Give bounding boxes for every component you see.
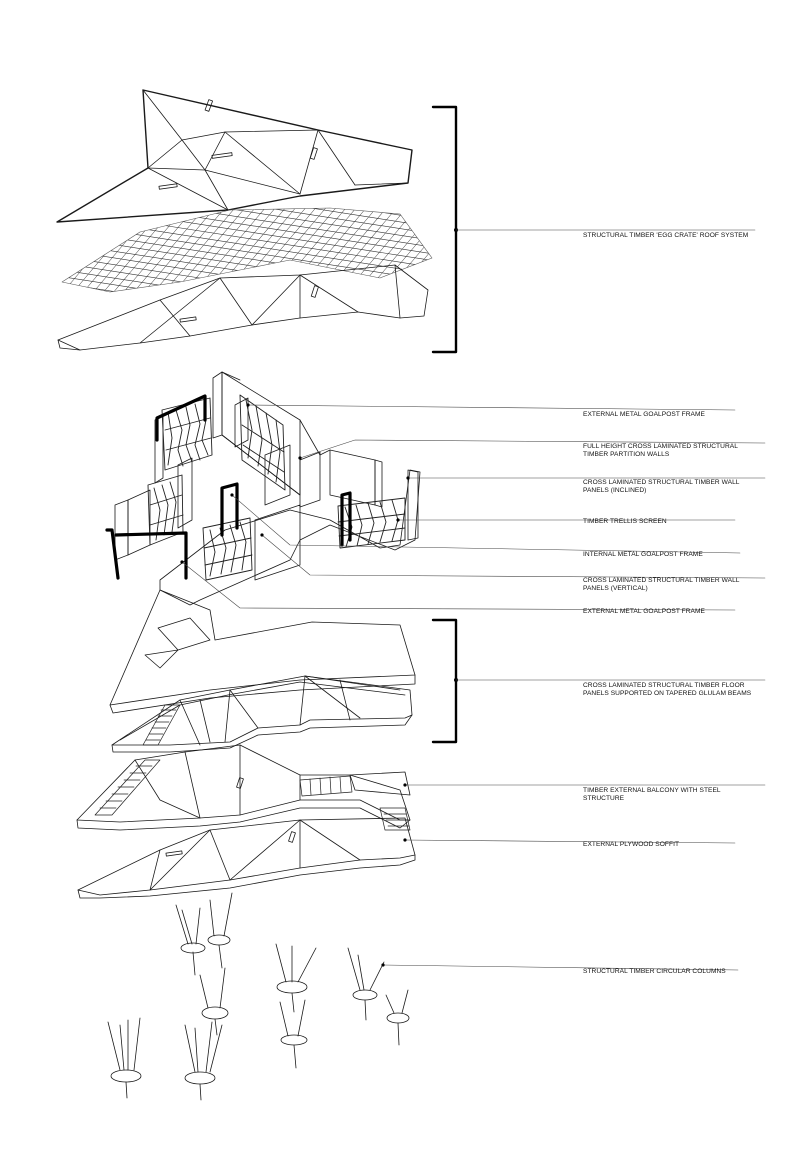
label-line: PANELS (INCLINED) bbox=[583, 486, 647, 494]
label-line: STRUCTURE bbox=[583, 794, 625, 802]
leader-dots bbox=[180, 403, 410, 967]
label-wall-panels-vertical: CROSS LAMINATED STRUCTURAL TIMBER WALL P… bbox=[583, 577, 740, 592]
label-external-goalpost-frame-1: EXTERNAL METAL GOALPOST FRAME bbox=[583, 411, 705, 419]
label-line: INTERNAL METAL GOALPOST FRAME bbox=[583, 551, 703, 558]
label-line: STRUCTURAL TIMBER CIRCULAR COLUMNS bbox=[583, 968, 726, 975]
label-line: CROSS LAMINATED STRUCTURAL TIMBER FLOOR bbox=[583, 682, 745, 689]
roof-bracket bbox=[431, 105, 458, 354]
egg-crate-outline bbox=[61, 207, 433, 293]
label-line: CROSS LAMINATED STRUCTURAL TIMBER WALL bbox=[583, 577, 740, 584]
label-line: CROSS LAMINATED STRUCTURAL TIMBER WALL bbox=[583, 479, 740, 486]
floor-stair bbox=[142, 704, 181, 746]
metal-goalpost-frames bbox=[105, 394, 352, 580]
wall-level bbox=[114, 371, 421, 606]
label-floor-panels: CROSS LAMINATED STRUCTURAL TIMBER FLOOR … bbox=[583, 682, 751, 697]
label-line: STRUCTURAL TIMBER 'EGG CRATE' ROOF SYSTE… bbox=[583, 232, 749, 239]
label-external-goalpost-frame-2: EXTERNAL METAL GOALPOST FRAME bbox=[583, 608, 705, 616]
label-plywood-soffit: EXTERNAL PLYWOOD SOFFIT bbox=[583, 841, 679, 849]
label-partition-walls: FULL HEIGHT CROSS LAMINATED STRUCTURAL T… bbox=[583, 443, 738, 458]
label-line: TIMBER EXTERNAL BALCONY WITH STEEL bbox=[583, 787, 721, 794]
label-line: TIMBER TRELLIS SCREEN bbox=[583, 518, 667, 525]
label-circular-columns: STRUCTURAL TIMBER CIRCULAR COLUMNS bbox=[583, 968, 726, 976]
label-trellis-screen: TIMBER TRELLIS SCREEN bbox=[583, 518, 667, 526]
balcony-level bbox=[76, 744, 411, 831]
plywood-soffit bbox=[77, 817, 416, 899]
label-line: PANELS (VERTICAL) bbox=[583, 584, 648, 592]
label-roof-system: STRUCTURAL TIMBER 'EGG CRATE' ROOF SYSTE… bbox=[583, 232, 748, 240]
label-wall-panels-inclined: CROSS LAMINATED STRUCTURAL TIMBER WALL P… bbox=[583, 479, 740, 494]
leader-lines bbox=[181, 229, 766, 971]
label-line: EXTERNAL METAL GOALPOST FRAME bbox=[583, 411, 705, 418]
label-internal-goalpost-frame: INTERNAL METAL GOALPOST FRAME bbox=[583, 551, 703, 559]
label-line: FULL HEIGHT CROSS LAMINATED STRUCTURAL bbox=[583, 443, 738, 450]
roof-top-surface bbox=[56, 89, 413, 223]
roof-soffit-panel bbox=[57, 264, 429, 351]
balcony-stairs bbox=[94, 759, 411, 831]
timber-columns bbox=[107, 892, 410, 1101]
label-line: EXTERNAL PLYWOOD SOFFIT bbox=[583, 841, 680, 848]
label-external-balcony: TIMBER EXTERNAL BALCONY WITH STEEL STRUC… bbox=[583, 787, 721, 802]
floor-slab bbox=[109, 589, 416, 753]
label-line: TIMBER PARTITION WALLS bbox=[583, 450, 670, 458]
floor-bracket bbox=[431, 618, 458, 744]
label-line: EXTERNAL METAL GOALPOST FRAME bbox=[583, 608, 705, 615]
label-line: PANELS SUPPORTED ON TAPERED GLULAM BEAMS bbox=[583, 689, 752, 697]
